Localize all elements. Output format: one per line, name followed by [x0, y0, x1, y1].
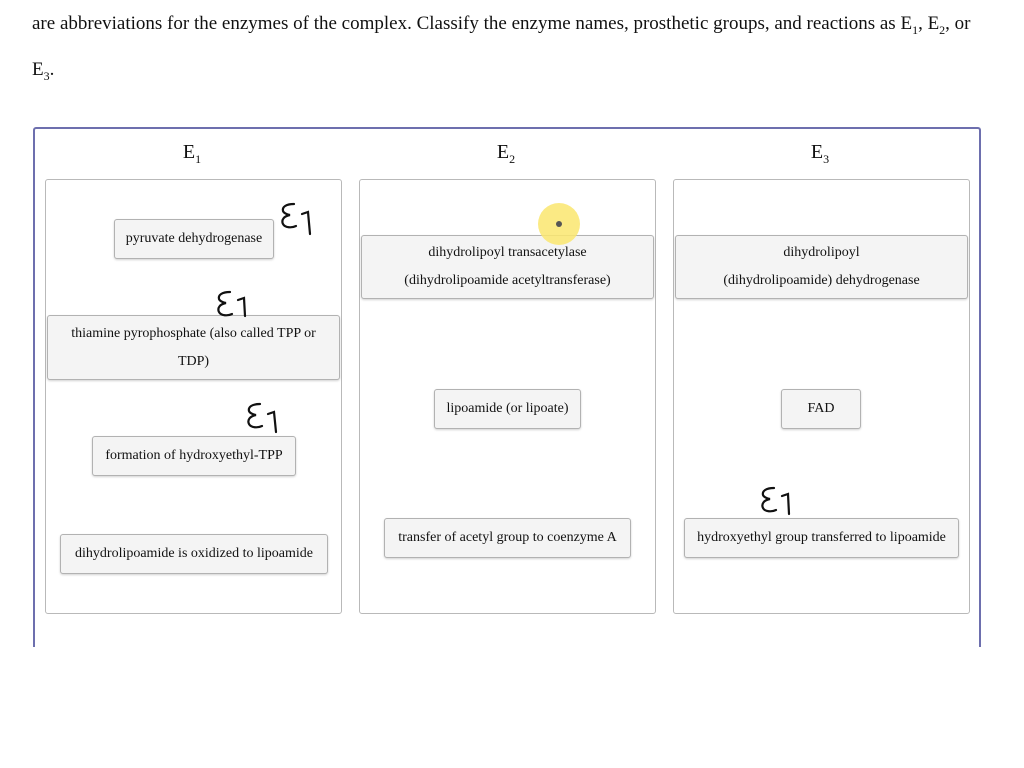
- chip-fad[interactable]: FAD: [781, 389, 861, 429]
- chip-lipoamide[interactable]: lipoamide (or lipoate): [434, 389, 581, 429]
- chip-dihydrolipoyl-transacetylase[interactable]: dihydrolipoyl transacetylase (dihydrolip…: [361, 235, 654, 299]
- handwritten-e1-mark: [281, 202, 312, 236]
- chip-transfer-acetyl-group[interactable]: transfer of acetyl group to coenzyme A: [384, 518, 631, 558]
- question-text: are abbreviations for the enzymes of the…: [32, 13, 971, 83]
- column-label-e1: E1: [182, 141, 202, 166]
- column-label-e2: E2: [496, 141, 516, 166]
- column-label-e3: E3: [810, 141, 830, 166]
- cursor-highlight-icon: [538, 203, 580, 245]
- handwritten-e1-mark: [761, 486, 791, 516]
- chip-pyruvate-dehydrogenase[interactable]: pyruvate dehydrogenase: [114, 219, 274, 259]
- chip-formation-hydroxyethyl-tpp[interactable]: formation of hydroxyethyl-TPP: [92, 436, 296, 476]
- drag-drop-panel: [33, 127, 981, 647]
- handwritten-e1-mark: [217, 290, 247, 318]
- chip-dihydrolipoyl-dehydrogenase[interactable]: dihydrolipoyl (dihydrolipoamide) dehydro…: [675, 235, 968, 299]
- chip-dihydrolipoamide-oxidized[interactable]: dihydrolipoamide is oxidized to lipoamid…: [60, 534, 328, 574]
- chip-thiamine-pyrophosphate[interactable]: thiamine pyrophosphate (also called TPP …: [47, 315, 340, 380]
- handwritten-e1-mark: [247, 402, 278, 434]
- question-line: are abbreviations for the enzymes of the…: [32, 13, 901, 34]
- chip-hydroxyethyl-transferred[interactable]: hydroxyethyl group transferred to lipoam…: [684, 518, 959, 558]
